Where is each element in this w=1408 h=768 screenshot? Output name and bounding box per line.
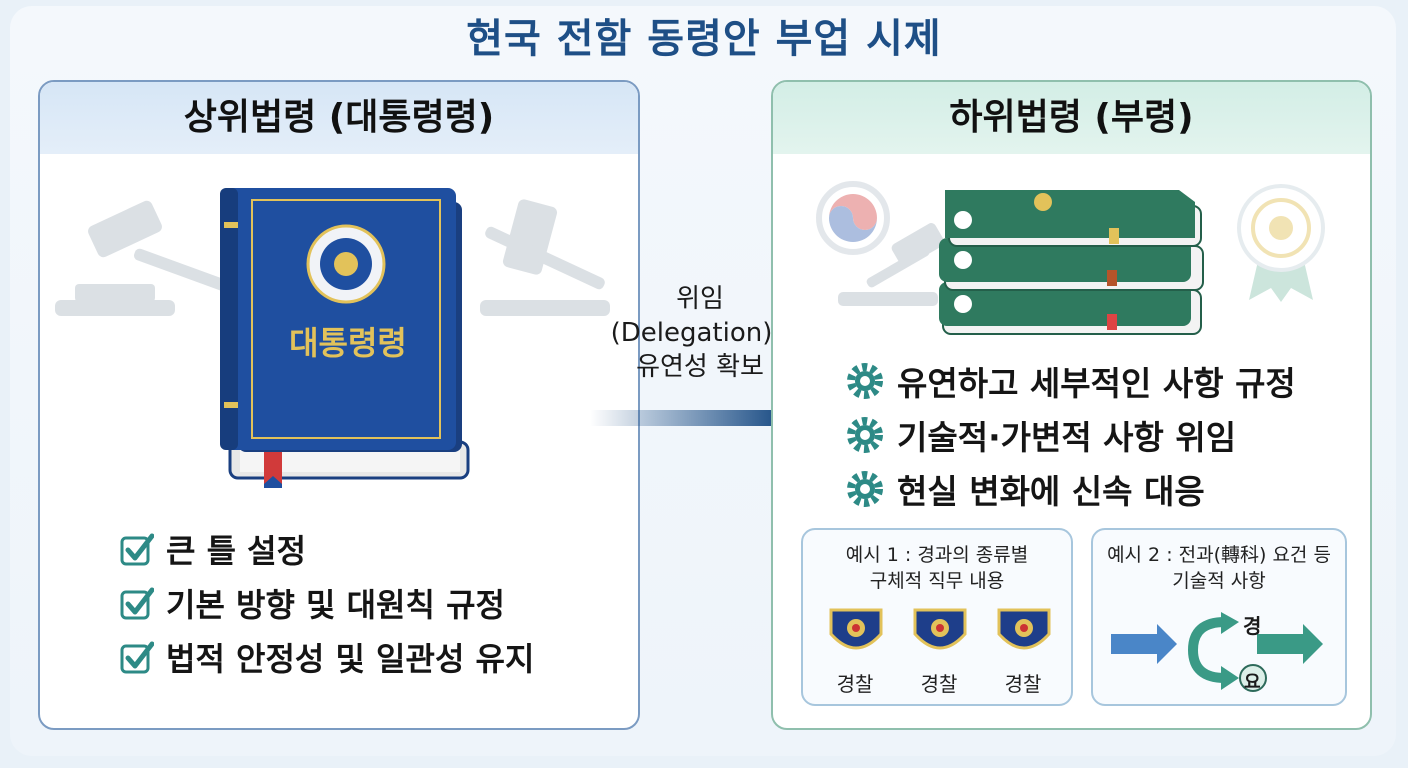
delegation-line: (Delegation) /	[610, 318, 790, 348]
upper-law-list: 큰 틀 설정 기본 방향 및 대원칙 규정 법적 안정성 및 일관성 유지	[120, 522, 534, 684]
transfer-flow-icon	[1111, 612, 1323, 692]
example-1-box: 예시 1 : 경과의 종류별 구체적 직무 내용 경찰 경찰 경찰	[801, 528, 1073, 706]
list-item-label: 법적 안정성 및 일관성 유지	[166, 640, 535, 678]
list-item-label: 큰 틀 설정	[166, 532, 307, 570]
list-item: 유연하고 세부적인 사항 규정	[845, 354, 1296, 408]
police-badge-icons	[829, 608, 1051, 650]
lower-law-panel: 하위법령 (부령)	[771, 80, 1372, 730]
police-label: 경찰	[920, 672, 958, 696]
gavel-icon	[55, 200, 239, 316]
police-badge-icon	[913, 608, 967, 650]
example-1-line: 구체적 직무 내용	[869, 570, 1005, 592]
delegation-label: 위임 (Delegation) / 유연성 확보	[600, 282, 800, 384]
upper-law-heading: 상위법령 (대통령령)	[40, 82, 638, 154]
police-badge-icon	[829, 608, 883, 650]
example-2-box: 예시 2 : 전과(轉科) 요건 등 기술적 사항 경 요	[1091, 528, 1347, 706]
checkbox-icon	[120, 587, 154, 620]
gear-icon	[847, 417, 883, 453]
list-item: 큰 틀 설정	[120, 522, 534, 576]
lower-law-heading: 하위법령 (부령)	[773, 82, 1370, 154]
example-1-line: 예시 1 : 경과의 종류별	[845, 544, 1029, 566]
police-label: 경찰	[836, 672, 874, 696]
delegation-line: 위임	[676, 284, 724, 314]
lower-law-list: 유연하고 세부적인 사항 규정 기술적·가변적 사항 위임 현실 변화에 신속 …	[845, 354, 1296, 516]
checkbox-icon	[120, 533, 154, 566]
police-badge-icon	[997, 608, 1051, 650]
list-item: 기술적·가변적 사항 위임	[845, 408, 1296, 462]
list-item: 기본 방향 및 대원칙 규정	[120, 576, 534, 630]
list-item-label: 현실 변화에 신속 대응	[897, 472, 1205, 511]
checkbox-icon	[120, 641, 154, 674]
gavel-icon	[480, 199, 610, 316]
upper-law-panel: 상위법령 (대통령령) 대통령령	[38, 80, 640, 730]
delegation-line: 유연성 확보	[636, 352, 764, 382]
page-title: 현국 전함 동령안 부업 시제	[466, 16, 942, 62]
list-item: 법적 안정성 및 일관성 유지	[120, 630, 534, 684]
government-emblem-icon	[816, 181, 890, 255]
list-item-label: 기본 방향 및 대원칙 규정	[166, 586, 505, 624]
gavel-icon	[838, 223, 945, 306]
flow-bottom-label: 요	[1244, 672, 1261, 693]
gear-icon	[847, 471, 883, 507]
flow-top-label: 경	[1243, 614, 1262, 638]
list-item: 현실 변화에 신속 대응	[845, 462, 1296, 516]
police-label: 경찰	[1004, 672, 1042, 696]
list-item-label: 유연하고 세부적인 사항 규정	[897, 364, 1296, 403]
example-2-line: 예시 2 : 전과(轉科) 요건 등	[1107, 544, 1331, 566]
example-2-line: 기술적 사항	[1172, 570, 1266, 592]
gear-icon	[847, 363, 883, 399]
presidential-decree-book	[220, 188, 470, 488]
list-item-label: 기술적·가변적 사항 위임	[897, 418, 1237, 457]
book-title: 대통령령	[289, 324, 407, 362]
ministry-decree-books	[939, 190, 1204, 335]
award-badge-icon	[1237, 184, 1325, 302]
